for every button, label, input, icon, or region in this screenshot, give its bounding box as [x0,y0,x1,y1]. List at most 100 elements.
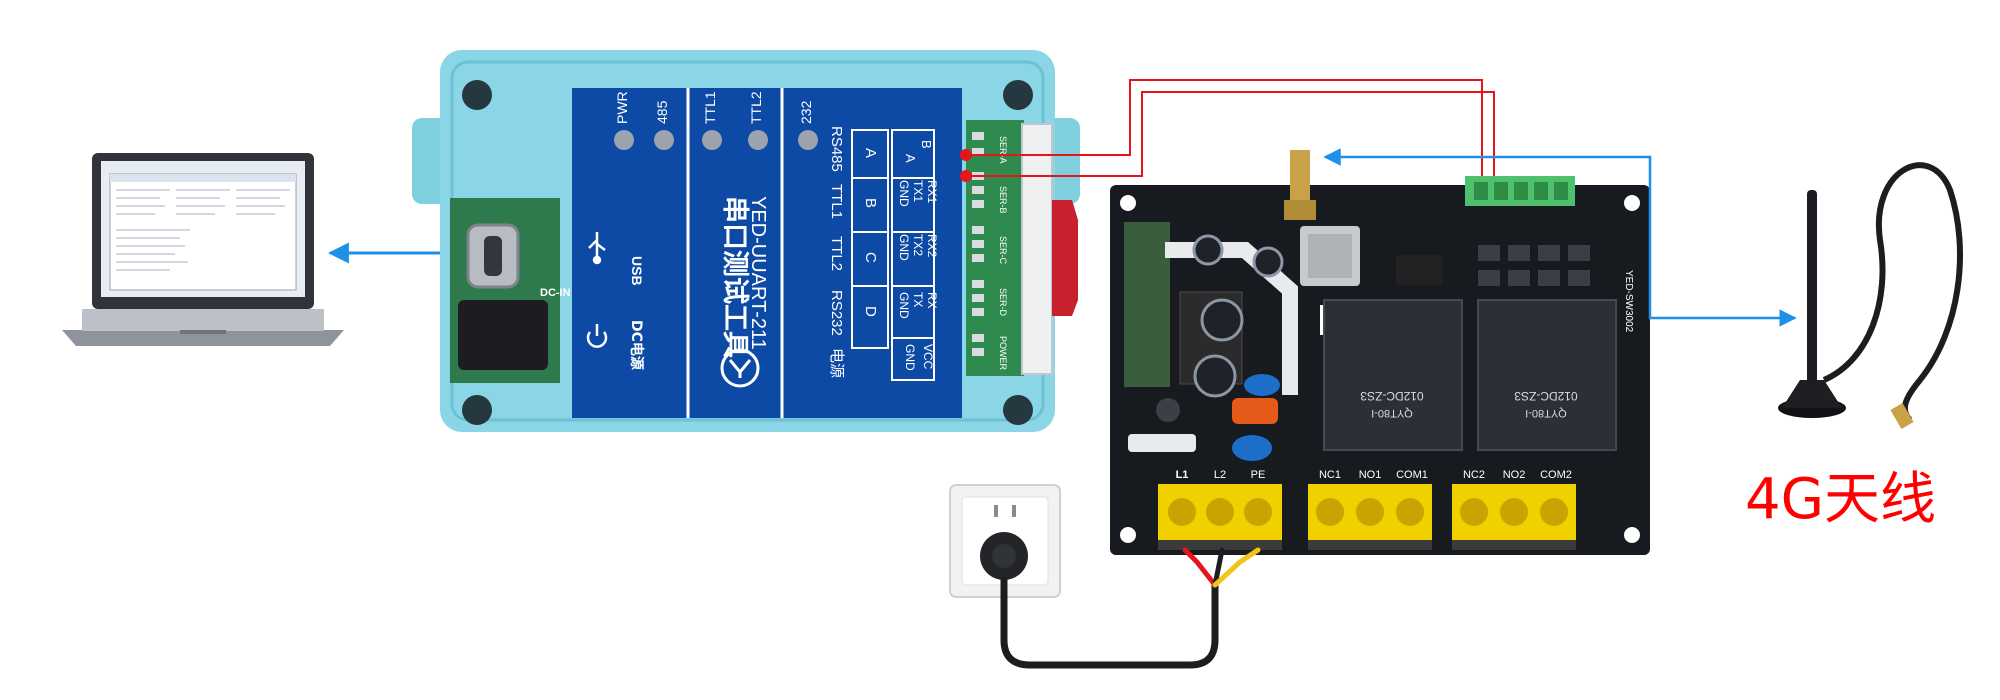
terminal-b: B [919,140,934,149]
port-header-rs232: RS232 [828,290,845,336]
side-label: DC-IN [540,287,571,299]
connector-tag-power: POWER [998,336,1008,371]
grid-letter-d: D [862,306,879,317]
laptop-window-titlebar [110,174,296,182]
terminal-com2: COM2 [1540,469,1572,481]
terminal-tx2: TX2 [911,234,925,256]
terminal-gnd-4: GND [903,344,917,371]
board-mount-hole [1624,527,1640,543]
brand-logo-icon [720,348,760,388]
relay-board: YED-SW3002 012DC-ZS3 QYT80-I 012DC-ZS3 Q… [1110,150,1650,555]
psu-module [1124,222,1170,387]
sma-connector-base [1284,200,1316,220]
terminal-nc1: NC1 [1319,469,1341,481]
dc-power-label: DC电源 [628,320,645,370]
board-model: YED-SW3002 [1623,270,1634,333]
terminal-block-relay-1 [1308,484,1432,550]
wall-outlet [949,484,1061,598]
dc-jack [458,300,548,370]
din-clip [1052,200,1078,316]
terminal-housing [1021,123,1053,375]
antenna-connector [1890,402,1914,430]
wire-contact-b [960,170,972,182]
grid-letter-a: A [862,148,879,158]
smd-chip [1396,255,1442,285]
power-cable [1000,547,1261,669]
board-mount-hole [1120,527,1136,543]
terminal-label-grid [891,129,935,381]
capacitor [1200,298,1244,342]
capacitor [1193,354,1237,398]
terminal-rx: RX [925,292,939,309]
antenna-link-arrow [1323,148,1797,327]
terminal-rx2: RX2 [925,234,939,258]
fuse [1128,434,1196,452]
terminal-no1: NO1 [1359,469,1382,481]
board-mount-hole [1624,195,1640,211]
wire-contact-a [960,149,972,161]
relay-1 [1323,299,1463,451]
x-capacitor [1232,435,1272,461]
usb-icon [588,232,606,265]
port-header-rs485: RS485 [828,126,845,172]
connector-tag-ser-a: SER-A [998,136,1008,164]
relay-1-part: QYT80-I [1371,407,1413,419]
power-icon [586,324,608,348]
sma-connector [1290,150,1310,210]
antenna-base-cap [1782,380,1842,408]
terminal-tx1: TX1 [911,180,925,202]
capacitor [1252,246,1284,278]
led-label-485: 485 [654,100,670,124]
terminal-block-relay-2 [1452,484,1576,550]
connector-tag-ser-b: SER-B [998,186,1008,214]
terminal-no2: NO2 [1503,469,1526,481]
relay-1-model: 012DC-ZS3 [1360,389,1424,403]
led-label-ttl2: TTL2 [748,91,764,124]
converter-model-en: YED-UUART-211 [747,196,769,350]
laptop-base [62,330,344,346]
terminal-l1: L1 [1176,469,1189,481]
x-capacitor [1244,374,1280,396]
terminal-com1: COM1 [1396,469,1428,481]
terminal-vcc: VCC [921,344,935,370]
antenna-cable [1822,162,1963,423]
usb-c-port-slot [484,236,502,276]
converter-model-cn: 串口测试工具 [719,196,750,358]
terminal-pe: PE [1251,469,1266,481]
film-capacitor [1232,398,1278,424]
port-header-ttl1: TTL1 [828,184,845,219]
terminal-gnd-2: GND [897,234,911,261]
rs485-wires [969,79,1495,206]
led-ttl1 [702,130,722,150]
laptop-window-content [116,189,290,271]
grid-letter-b: B [862,198,879,208]
connector-tag-ser-d: SER-D [998,288,1008,317]
laptop-keyboard-deck [82,309,324,331]
terminal-a: A [903,154,918,163]
relay-2-model: 012DC-ZS3 [1514,389,1578,403]
terminal-pins [972,132,984,356]
laptop-window [109,173,297,291]
led-232 [798,130,818,150]
port-letter-grid [851,129,889,349]
terminal-gnd-1: GND [897,180,911,207]
led-label-232: 232 [798,100,814,124]
port-header-power: 电源 [828,348,846,378]
capacitor [1192,234,1224,266]
antenna-label: 4G天线 [1745,467,1936,532]
led-ttl2 [748,130,768,150]
grid-letter-c: C [862,252,879,263]
led-label-ttl1: TTL1 [702,91,718,124]
led-pwr [614,130,634,150]
terminal-tx: TX [911,292,925,307]
antenna-whip [1807,190,1817,385]
laptop-trackpad-notch [180,330,226,334]
terminal-nc2: NC2 [1463,469,1485,481]
relay-2-part: QYT80-I [1525,407,1567,419]
lte-module-inner [1308,234,1352,278]
terminal-rx1: RX1 [925,180,939,204]
screw-hole [1003,395,1033,425]
antenna-4g [1778,162,1963,430]
board-mount-hole [1120,195,1136,211]
